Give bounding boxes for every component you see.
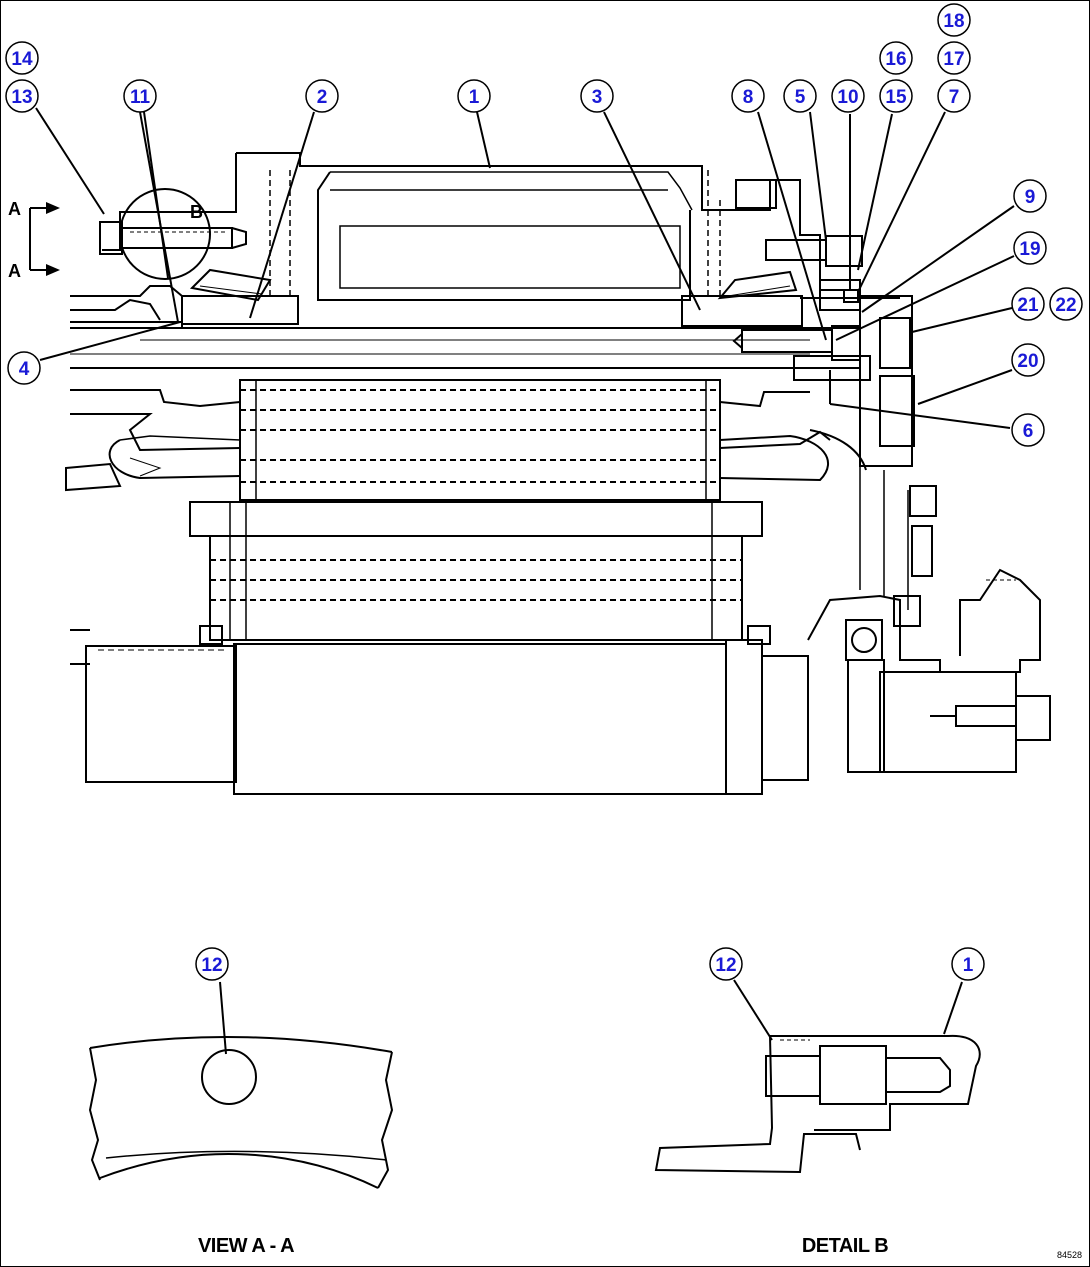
- callout-circle-16: [879, 41, 913, 75]
- callout-19: 19: [1019, 239, 1040, 260]
- callout-circle-20: [1011, 343, 1045, 377]
- callout-circle-5: [783, 79, 817, 113]
- callout-2: 2: [317, 87, 328, 108]
- callout-1: 1: [469, 87, 480, 108]
- callout-14: 14: [11, 49, 33, 70]
- callout-circle-7: [937, 79, 971, 113]
- section-arrows: [46, 202, 60, 276]
- callout-20: 20: [1017, 351, 1038, 372]
- callout-12-view-a: 12: [201, 955, 222, 976]
- callout-circle-4: [7, 351, 41, 385]
- callout-13: 13: [11, 87, 32, 108]
- section-mark-lower: A: [8, 261, 21, 281]
- callout-18: 18: [943, 11, 964, 32]
- callout-circle-17: [937, 41, 971, 75]
- callout-circle-12b: [709, 947, 743, 981]
- callout-circle-1b: [951, 947, 985, 981]
- callout-15: 15: [885, 87, 907, 108]
- callout-circles: [5, 3, 1083, 981]
- leader-lines: [35, 107, 1015, 1055]
- callout-1-detail-b: 1: [963, 955, 974, 976]
- callout-8: 8: [743, 87, 754, 108]
- detail-b: [654, 1034, 981, 1174]
- callout-circle-21: [1011, 287, 1045, 321]
- callout-numbers: 14 13 11 2 1 3 8 5 10 16 15 18 17 7 9 19…: [11, 11, 1076, 976]
- section-mark-upper: A: [8, 199, 21, 219]
- callout-circle-18: [937, 3, 971, 37]
- drawing-number: 84528: [1057, 1250, 1082, 1260]
- callout-16: 16: [885, 49, 906, 70]
- callout-circle-14: [5, 41, 39, 75]
- callout-circle-9: [1013, 179, 1047, 213]
- callout-4: 4: [19, 359, 30, 380]
- callout-17: 17: [943, 49, 964, 70]
- view-a-a-label: VIEW A - A: [198, 1235, 294, 1257]
- callout-12-detail-b: 12: [715, 955, 736, 976]
- callout-circle-13: [5, 79, 39, 113]
- callout-circle-1: [457, 79, 491, 113]
- callout-10: 10: [837, 87, 858, 108]
- callout-circle-8: [731, 79, 765, 113]
- callout-6: 6: [1023, 421, 1034, 442]
- callout-circle-10: [831, 79, 865, 113]
- callout-5: 5: [795, 87, 806, 108]
- callout-7: 7: [949, 87, 960, 108]
- callout-circle-22: [1049, 287, 1083, 321]
- main-assembly: [29, 152, 1051, 795]
- callout-circle-3: [580, 79, 614, 113]
- callout-22: 22: [1055, 295, 1076, 316]
- callout-circle-19: [1013, 231, 1047, 265]
- callout-21: 21: [1017, 295, 1039, 316]
- callout-circle-2: [305, 79, 339, 113]
- callout-3: 3: [592, 87, 603, 108]
- callout-circle-15: [879, 79, 913, 113]
- view-a-a: [88, 1035, 394, 1189]
- callout-9: 9: [1025, 187, 1036, 208]
- detail-b-label: DETAIL B: [802, 1235, 888, 1257]
- detail-b-circle: [119, 188, 211, 280]
- callout-circle-6: [1011, 413, 1045, 447]
- callout-11: 11: [130, 87, 151, 108]
- detail-mark: B: [190, 202, 203, 222]
- callout-circle-12a: [195, 947, 229, 981]
- callout-circle-11: [123, 79, 157, 113]
